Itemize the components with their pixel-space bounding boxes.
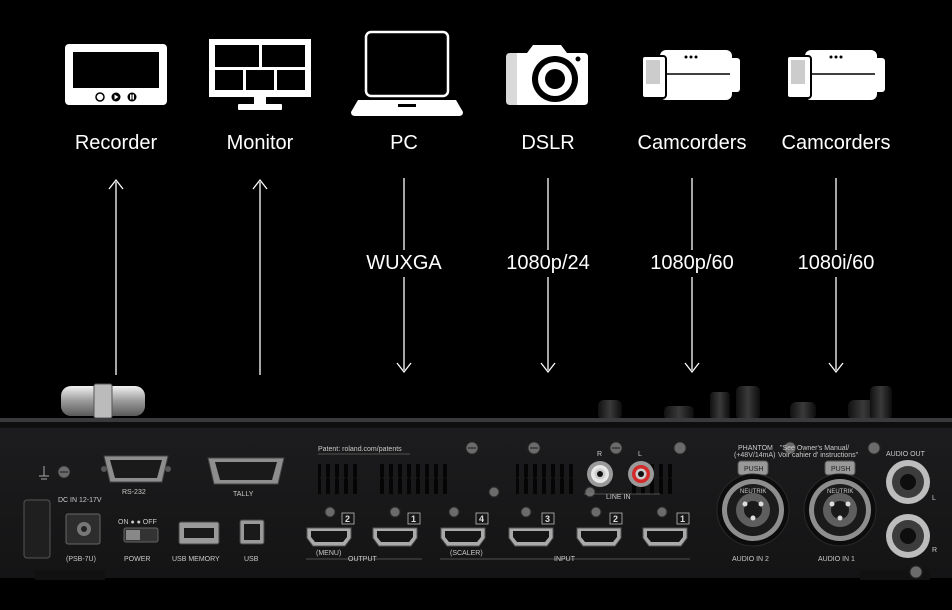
- signal-label-camcorder-1: 1080p/60: [632, 250, 752, 277]
- device-label-monitor: Monitor: [226, 132, 294, 154]
- tbar-lever[interactable]: [58, 380, 148, 420]
- owner-note-1: "See Owner's Manual/: [780, 445, 849, 452]
- power-label: POWER: [124, 556, 150, 563]
- hdmi-input-2[interactable]: 2: [576, 512, 623, 547]
- rear-panel: Patent: roland.com/patents RS-232 TALLY …: [0, 418, 952, 580]
- recorder-icon: [65, 44, 167, 105]
- tally-port[interactable]: [207, 457, 285, 485]
- top-knobs: [598, 386, 892, 420]
- hdmi-output-2[interactable]: 2: [306, 512, 355, 547]
- camcorder-icon: [786, 50, 885, 100]
- hdmi-input-3[interactable]: 3: [508, 512, 555, 547]
- device-label-recorder: Recorder: [74, 132, 158, 154]
- svg-text:NEUTRIK: NEUTRIK: [740, 489, 766, 495]
- camcorder-icon: [641, 50, 740, 100]
- audio-out-l-label: L: [932, 495, 936, 502]
- svg-text:1: 1: [680, 514, 685, 524]
- rs232-label: RS-232: [122, 489, 146, 496]
- svg-text:PUSH: PUSH: [831, 466, 850, 473]
- line-in-l-label: L: [638, 451, 642, 458]
- usb-label: USB: [244, 556, 259, 563]
- svg-text:3: 3: [545, 514, 550, 524]
- device-label-camcorder-2: Camcorders: [781, 132, 891, 154]
- svg-text:2: 2: [613, 514, 618, 524]
- audio-in-1-jack[interactable]: PUSH NEUTRIK: [803, 460, 877, 547]
- patent-text: Patent: roland.com/patents: [318, 446, 402, 453]
- tally-label: TALLY: [233, 491, 254, 498]
- line-in-r-label: R: [597, 451, 602, 458]
- hdmi-input-1[interactable]: 1: [642, 512, 690, 547]
- audio-out-r-jack[interactable]: [886, 514, 930, 558]
- line-in-r-jack[interactable]: [587, 461, 613, 487]
- hdmi-output-1[interactable]: 1: [372, 512, 421, 547]
- phantom-label: PHANTOM: [738, 445, 773, 452]
- scaler-label: (SCALER): [450, 550, 483, 557]
- audio-out-label: AUDIO OUT: [886, 451, 926, 458]
- owner-note-2: Voir cahier d' instructions": [778, 452, 859, 459]
- svg-text:4: 4: [479, 514, 484, 524]
- laptop-icon: [351, 30, 463, 116]
- svg-text:NEUTRIK: NEUTRIK: [827, 489, 853, 495]
- audio-in-2-jack[interactable]: PUSH NEUTRIK: [716, 460, 790, 547]
- svg-text:1: 1: [411, 514, 416, 524]
- output-label: OUTPUT: [348, 556, 378, 563]
- hdmi-input-4[interactable]: 4: [440, 512, 489, 547]
- device-label-pc: PC: [390, 132, 418, 154]
- usb-port[interactable]: [239, 519, 265, 545]
- usb-memory-label: USB MEMORY: [172, 556, 220, 563]
- signal-label-dslr: 1080p/24: [488, 250, 608, 277]
- arrow-recorder-up: [108, 178, 124, 375]
- power-switch-label: ON ● ● OFF: [118, 519, 157, 526]
- menu-label: (MENU): [316, 550, 341, 557]
- line-in-l-jack[interactable]: [628, 461, 654, 487]
- svg-text:2: 2: [345, 514, 350, 524]
- psb-label: (PSB-7U): [66, 556, 96, 563]
- line-in-label: LINE IN: [606, 494, 631, 501]
- audio-out-r-label: R: [932, 547, 937, 554]
- rs232-port[interactable]: [101, 455, 171, 483]
- monitor-icon: [209, 39, 311, 110]
- usb-memory-port[interactable]: [178, 521, 220, 545]
- dc-in-label: DC IN 12-17V: [58, 497, 102, 504]
- signal-label-camcorder-2: 1080i/60: [776, 250, 896, 277]
- connection-arrows: [108, 178, 844, 375]
- device-label-dslr: DSLR: [521, 132, 575, 154]
- signal-label-pc: WUXGA: [344, 250, 464, 277]
- phantom-spec-label: (+48V/14mA): [734, 452, 775, 459]
- camera-icon: [506, 45, 588, 105]
- arrow-monitor-up: [252, 178, 268, 375]
- device-label-camcorder-1: Camcorders: [637, 132, 747, 154]
- audio-in-2-label: AUDIO IN 2: [732, 556, 769, 563]
- audio-in-1-label: AUDIO IN 1: [818, 556, 855, 563]
- svg-text:PUSH: PUSH: [744, 466, 763, 473]
- audio-out-l-jack[interactable]: [886, 460, 930, 504]
- input-label: INPUT: [554, 556, 576, 563]
